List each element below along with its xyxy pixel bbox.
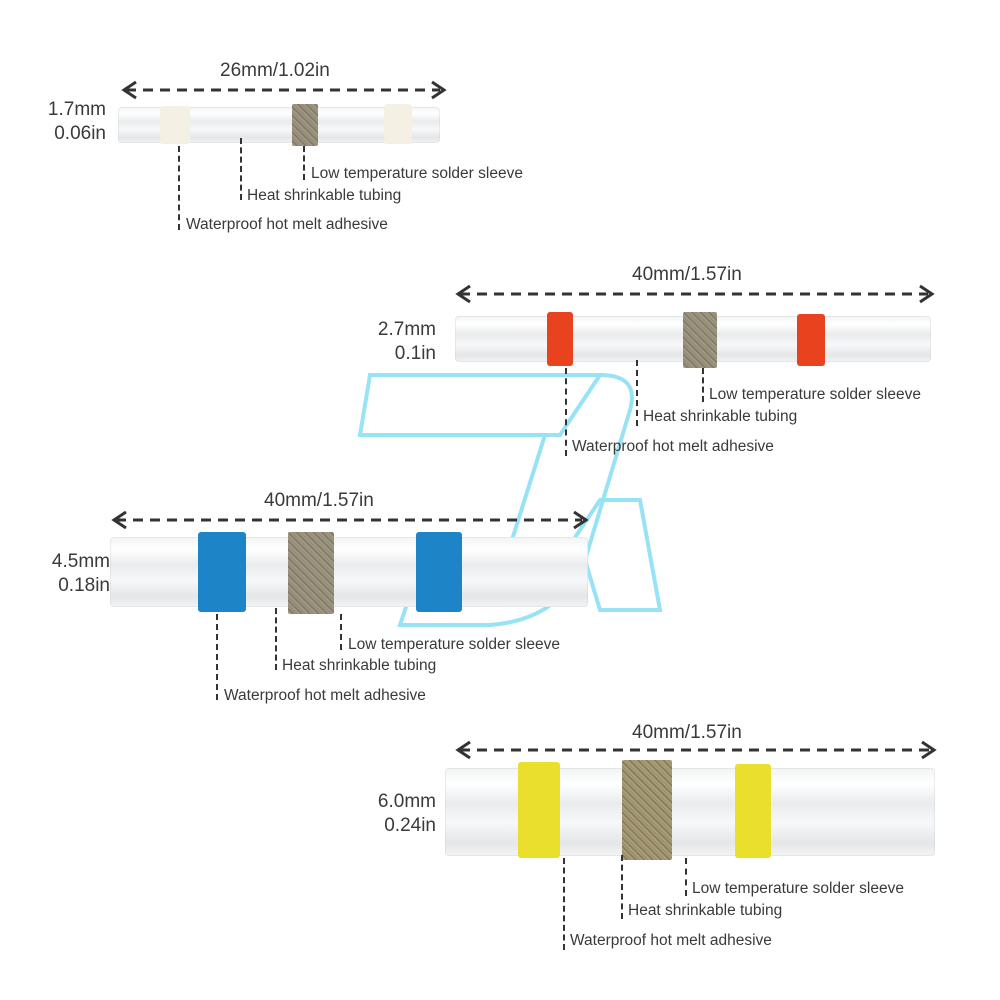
callout-line-adhesive — [563, 858, 565, 950]
diameter-mm: 2.7mm — [377, 319, 436, 340]
adhesive-band-left — [198, 532, 246, 612]
callout-line-solder — [702, 368, 704, 402]
diameter-label: 6.0mm 0.24in — [360, 790, 436, 838]
callout-adhesive: Waterproof hot melt adhesive — [570, 932, 772, 949]
adhesive-band-left — [547, 312, 573, 366]
callout-line-adhesive — [565, 368, 567, 456]
callout-solder: Low temperature solder sleeve — [692, 880, 904, 897]
diameter-mm: 4.5mm — [51, 551, 110, 572]
adhesive-band-left — [518, 762, 560, 858]
callout-tubing: Heat shrinkable tubing — [282, 657, 437, 674]
callout-tubing: Heat shrinkable tubing — [628, 902, 783, 919]
diameter-mm: 6.0mm — [377, 791, 436, 812]
diameter-in: 0.24in — [384, 815, 436, 836]
callout-adhesive: Waterproof hot melt adhesive — [224, 687, 426, 704]
callout-line-adhesive — [216, 614, 218, 700]
solder-sleeve — [288, 532, 334, 614]
diameter-in: 0.06in — [54, 123, 106, 144]
adhesive-band-right — [384, 104, 412, 144]
callout-solder: Low temperature solder sleeve — [311, 165, 523, 182]
length-label: 40mm/1.57in — [264, 490, 374, 511]
callout-adhesive: Waterproof hot melt adhesive — [572, 438, 774, 455]
diameter-in: 0.1in — [394, 343, 436, 364]
callout-tubing: Heat shrinkable tubing — [247, 187, 402, 204]
callout-adhesive: Waterproof hot melt adhesive — [186, 216, 388, 233]
diameter-label: 1.7mm 0.06in — [40, 98, 106, 146]
callout-solder: Low temperature solder sleeve — [348, 636, 560, 653]
callout-line-tubing — [621, 855, 623, 919]
callout-line-solder — [340, 614, 342, 650]
callout-line-tubing — [636, 360, 638, 426]
callout-tubing: Heat shrinkable tubing — [643, 408, 798, 425]
adhesive-band-right — [735, 764, 771, 858]
diameter-label: 2.7mm 0.1in — [360, 318, 436, 366]
adhesive-band-right — [797, 314, 825, 366]
callout-line-solder — [303, 146, 305, 180]
adhesive-band-right — [416, 532, 462, 612]
solder-sleeve — [292, 104, 318, 146]
callout-line-tubing — [240, 138, 242, 200]
length-label: 40mm/1.57in — [632, 722, 742, 743]
tube — [110, 537, 588, 607]
length-label: 40mm/1.57in — [632, 264, 742, 285]
adhesive-band-left — [160, 106, 190, 144]
callout-line-adhesive — [178, 146, 180, 230]
callout-line-tubing — [275, 608, 277, 670]
diameter-label: 4.5mm 0.18in — [44, 550, 110, 598]
length-label: 26mm/1.02in — [220, 60, 330, 81]
diameter-in: 0.18in — [58, 575, 110, 596]
solder-sleeve — [622, 760, 672, 860]
callout-solder: Low temperature solder sleeve — [709, 386, 921, 403]
callout-line-solder — [685, 858, 687, 896]
solder-sleeve — [683, 312, 717, 368]
diameter-mm: 1.7mm — [47, 99, 106, 120]
